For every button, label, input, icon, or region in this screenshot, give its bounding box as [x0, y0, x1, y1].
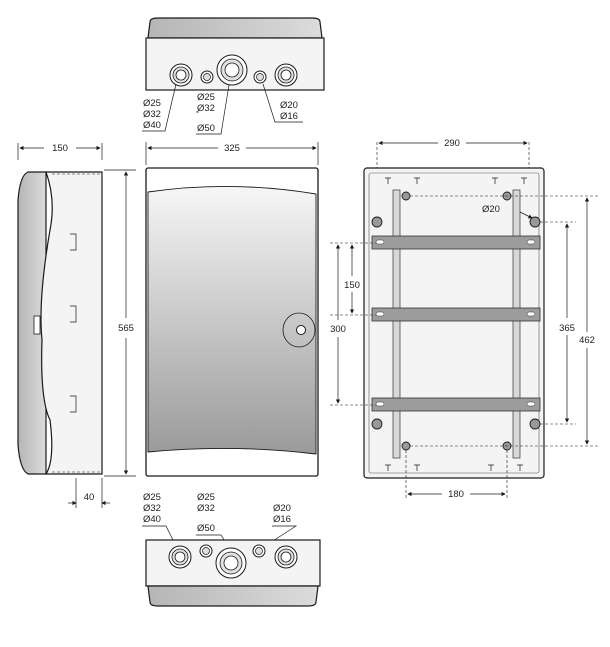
span-462-label: 462 [579, 335, 595, 346]
side-door-profile [17, 171, 47, 475]
bottom-hole-label-2: Ø32 [143, 503, 161, 514]
bottom-hole-label-6: Ø20 [273, 503, 291, 514]
din-rail-2 [371, 307, 541, 322]
bottom-view-lid [147, 585, 319, 607]
side-body-profile [40, 171, 103, 475]
top-hole-label-3: Ø40 [143, 120, 161, 131]
bottom-view: Ø25 Ø32 Ø40 Ø25 Ø32 Ø50 Ø20 Ø16 [142, 492, 321, 607]
top-hole-label-1: Ø25 [143, 98, 161, 109]
back-view: 290 Ø20 [330, 138, 598, 500]
din-rail-1 [371, 235, 541, 250]
bottom-hole-label-1: Ø25 [143, 492, 161, 503]
vertical-rail-left [392, 189, 401, 459]
side-view: 150 565 40 [17, 143, 136, 508]
front-width-label: 325 [224, 143, 240, 154]
door-handle-recess [282, 312, 316, 348]
top-view: Ø25 Ø32 Ø40 Ø25 Ø32 Ø50 Ø20 Ø16 [142, 17, 325, 135]
vertical-rail-right [512, 189, 521, 459]
top-hole-label-6: Ø20 [280, 100, 298, 111]
back-hole-label: Ø20 [482, 204, 500, 215]
bottom-hole-label-3: Ø40 [143, 514, 161, 525]
din-rail-3 [371, 397, 541, 412]
top-view-lid [147, 17, 323, 39]
top-hole-label-4: Ø25 [197, 92, 215, 103]
rail-pitch-label: 150 [344, 280, 360, 291]
top-hole-label-2: Ø32 [143, 109, 161, 120]
side-bottom-offset-label: 40 [84, 492, 95, 503]
bottom-hole-label-5: Ø32 [197, 503, 215, 514]
bottom-hole-label-7: Ø16 [273, 514, 291, 525]
span-365-label: 365 [559, 323, 575, 334]
side-depth-label: 150 [52, 143, 68, 154]
bottom-view-knockouts [168, 544, 298, 579]
top-view-knockouts [169, 54, 298, 87]
top-hole-label-5: Ø32 [197, 103, 215, 114]
bottom-hole-label-4: Ø25 [197, 492, 215, 503]
door-lock-icon [296, 325, 306, 335]
side-height-label: 565 [118, 323, 134, 334]
bottom-hole-label-center: Ø50 [197, 523, 215, 534]
bottom-span-label: 180 [448, 489, 464, 500]
top-hole-label-center: Ø50 [197, 123, 215, 134]
front-door [147, 186, 317, 455]
front-view: 325 [145, 142, 319, 477]
back-width-label: 290 [444, 138, 460, 149]
span-300-label: 300 [330, 324, 346, 335]
top-hole-label-7: Ø16 [280, 111, 298, 122]
